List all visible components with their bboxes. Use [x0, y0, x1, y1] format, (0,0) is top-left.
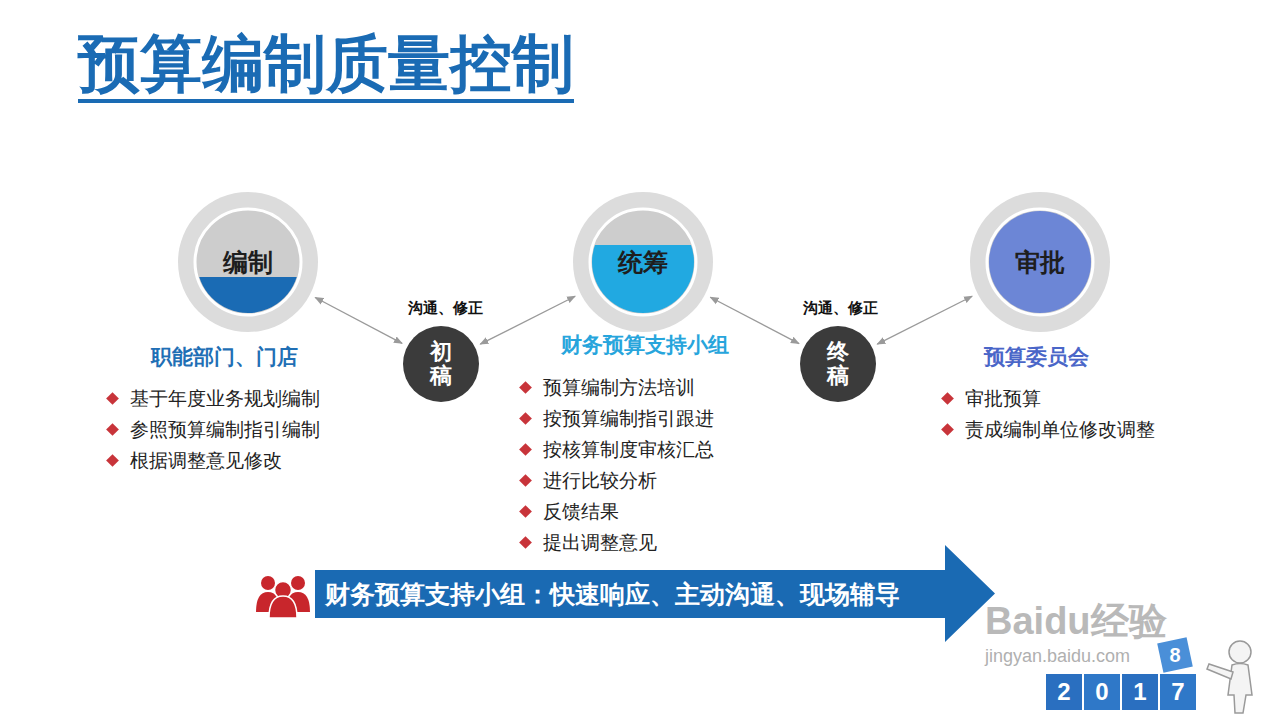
watermark-url: jingyan.baidu.com [985, 646, 1130, 667]
bullet-diamond [519, 474, 532, 487]
bullet-row: 根据调整意见修改 [105, 445, 320, 476]
banner-arrow: 财务预算支持小组：快速响应、主动沟通、现场辅导 [315, 545, 995, 642]
connector [877, 296, 972, 344]
stage-node: 编制职能部门、门店基于年度业务规划编制参照预算编制指引编制根据调整意见修改 [100, 190, 410, 570]
bullet-diamond [519, 505, 532, 518]
bullet-row: 反馈结果 [518, 496, 714, 527]
bullet-row: 审批预算 [940, 383, 1155, 414]
bullet-diamond [519, 381, 532, 394]
slide-title: 预算编制质量控制 [78, 28, 574, 103]
bullet-row: 按预算编制指引跟进 [518, 403, 714, 434]
bullet-diamond [106, 392, 119, 405]
bullet-text: 根据调整意见修改 [130, 450, 282, 471]
text-holder: 终稿 [800, 326, 876, 402]
stage-node: 审批预算委员会审批预算责成编制单位修改调整 [920, 190, 1230, 570]
text-holder: 初稿 [403, 326, 479, 402]
bullet-text: 按预算编制指引跟进 [543, 408, 714, 429]
bullet-text: 反馈结果 [543, 501, 619, 522]
bullet-row: 预算编制方法培训 [518, 372, 714, 403]
bullet-text: 审批预算 [965, 388, 1041, 409]
cube-digit: 0 [1095, 678, 1108, 706]
watermark: Baidu经验 [985, 596, 1167, 647]
stage-name: 编制 [178, 192, 318, 332]
bullet-diamond [519, 443, 532, 456]
bullet-row: 参照预算编制指引编制 [105, 414, 320, 445]
bullet-text: 预算编制方法培训 [543, 377, 695, 398]
bullet-text: 按核算制度审核汇总 [543, 439, 714, 460]
draft-circle: 初稿 [403, 326, 479, 402]
bullet-list: 审批预算责成编制单位修改调整 [940, 383, 1155, 445]
bullet-row: 提出调整意见 [518, 527, 714, 558]
edge-note: 沟通、修正 [408, 299, 483, 318]
fill-level [188, 277, 308, 332]
draft-circle: 终稿 [800, 326, 876, 402]
bullet-list: 预算编制方法培训按预算编制指引跟进按核算制度审核汇总进行比较分析反馈结果提出调整… [518, 372, 714, 558]
draft-label: 终稿 [827, 340, 849, 388]
bullet-text: 参照预算编制指引编制 [130, 419, 320, 440]
banner-text: 财务预算支持小组：快速响应、主动沟通、现场辅导 [325, 570, 900, 618]
stick-figure [1207, 641, 1252, 713]
role-heading: 预算委员会 [920, 343, 1152, 371]
bullet-list: 基于年度业务规划编制参照预算编制指引编制根据调整意见修改 [105, 383, 320, 476]
edge-note: 沟通、修正 [803, 299, 878, 318]
draft-shape: 初稿 [403, 326, 479, 402]
dark-disc [403, 326, 479, 402]
bullet-diamond [941, 392, 954, 405]
dark-disc [800, 326, 876, 402]
bullet-diamond [519, 412, 532, 425]
cube-digit: 8 [1169, 644, 1180, 667]
draft-shape: 终稿 [800, 326, 876, 402]
bullet-diamond [106, 454, 119, 467]
arrow-body [315, 545, 995, 642]
role-heading: 职能部门、门店 [100, 343, 348, 371]
cube-digit: 7 [1171, 678, 1184, 706]
role-heading: 财务预算支持小组 [500, 331, 790, 359]
outer-ring [970, 192, 1110, 332]
bullet-row: 责成编制单位修改调整 [940, 414, 1155, 445]
bullet-text: 进行比较分析 [543, 470, 657, 491]
stage-circle: 审批 [970, 192, 1110, 332]
bullet-row: 进行比较分析 [518, 465, 714, 496]
stage-node: 统筹财务预算支持小组预算编制方法培训按预算编制指引跟进按核算制度审核汇总进行比较… [500, 190, 810, 570]
bullet-row: 按核算制度审核汇总 [518, 434, 714, 465]
cube-digit: 2 [1057, 678, 1070, 706]
bullet-diamond [941, 423, 954, 436]
stage-circle: 统筹 [573, 192, 713, 332]
connector [315, 298, 402, 344]
connector [480, 296, 575, 344]
bullet-diamond [106, 423, 119, 436]
draft-label: 初稿 [430, 340, 452, 388]
bullet-diamond [519, 536, 532, 549]
people-icon [256, 576, 310, 618]
bullet-text: 责成编制单位修改调整 [965, 419, 1155, 440]
bullet-text: 基于年度业务规划编制 [130, 388, 320, 409]
bullet-row: 基于年度业务规划编制 [105, 383, 320, 414]
cube-digit: 1 [1133, 678, 1146, 706]
stage-circle: 编制 [178, 192, 318, 332]
stage-name: 统筹 [573, 192, 713, 332]
bullet-text: 提出调整意见 [543, 532, 657, 553]
stage-name: 审批 [970, 192, 1110, 332]
